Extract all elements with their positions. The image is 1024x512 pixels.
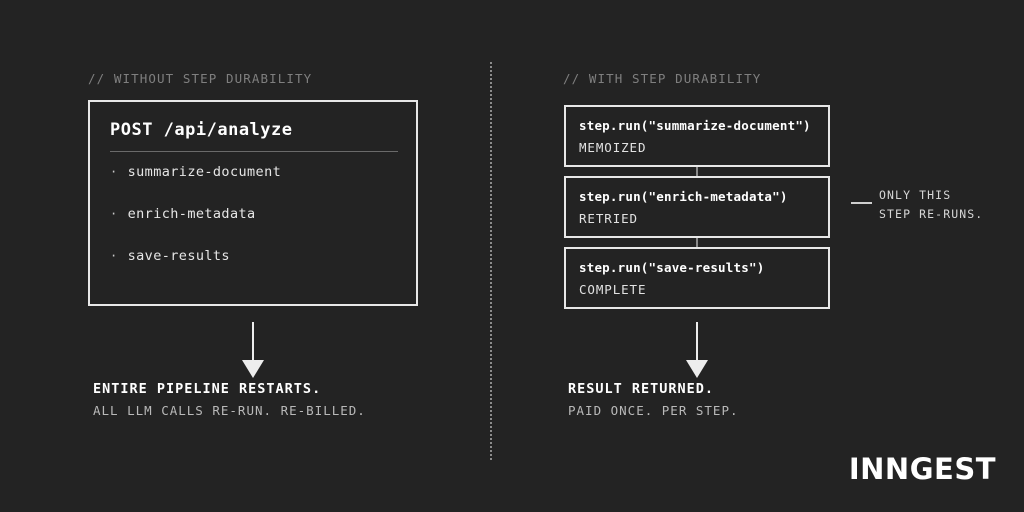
arrow-head — [242, 360, 264, 378]
list-item: · save-results — [110, 248, 404, 290]
down-arrow-icon — [686, 322, 708, 378]
status-badge: RETRIED — [579, 211, 638, 226]
left-caption-secondary: ALL LLM CALLS RE-RUN. RE-BILLED. — [93, 403, 366, 418]
monolith-title: POST /api/analyze — [110, 120, 293, 140]
step-call-label: step.run("enrich-metadata") — [579, 189, 788, 204]
inngest-wordmark: INNGEST — [848, 452, 996, 486]
status-badge: MEMOIZED — [579, 140, 647, 155]
right-caption-secondary: PAID ONCE. PER STEP. — [568, 403, 739, 418]
list-item: · enrich-metadata — [110, 206, 404, 248]
down-arrow-icon — [242, 322, 264, 378]
list-item-label: summarize-document — [127, 164, 282, 180]
arrow-head — [686, 360, 708, 378]
left-caption: ENTIRE PIPELINE RESTARTS. ALL LLM CALLS … — [93, 381, 366, 418]
annotation-text: ONLY THIS STEP RE-RUNS. — [879, 186, 983, 224]
list-item: · summarize-document — [110, 164, 404, 206]
step-card-save-results: step.run("save-results") COMPLETE — [564, 247, 830, 309]
inngest-logo: INNGEST — [849, 455, 996, 484]
annotation-line-1: ONLY THIS — [879, 188, 952, 202]
annotation-leader-line — [851, 202, 872, 204]
arrow-stem — [252, 322, 254, 362]
left-caption-primary: ENTIRE PIPELINE RESTARTS. — [93, 381, 322, 397]
step-connector — [696, 167, 698, 176]
bullet-icon: · — [110, 207, 118, 221]
monolith-request-box: POST /api/analyze · summarize-document ·… — [88, 100, 418, 306]
left-column-comment: // WITHOUT STEP DURABILITY — [88, 71, 313, 86]
bullet-icon: · — [110, 165, 118, 179]
step-card-summarize-document: step.run("summarize-document") MEMOIZED — [564, 105, 830, 167]
column-divider — [490, 62, 492, 460]
list-item-label: save-results — [127, 248, 230, 264]
arrow-stem — [696, 322, 698, 362]
status-badge: COMPLETE — [579, 282, 647, 297]
right-caption-primary: RESULT RETURNED. — [568, 381, 715, 397]
annotation-line-2: STEP RE-RUNS. — [879, 207, 984, 221]
right-column-comment: // WITH STEP DURABILITY — [563, 71, 762, 86]
monolith-divider-rule — [110, 151, 398, 152]
right-caption: RESULT RETURNED. PAID ONCE. PER STEP. — [568, 381, 739, 418]
step-call-label: step.run("summarize-document") — [579, 118, 811, 133]
step-connector — [696, 238, 698, 247]
list-item-label: enrich-metadata — [127, 206, 256, 222]
bullet-icon: · — [110, 249, 118, 263]
step-call-label: step.run("save-results") — [579, 260, 765, 275]
step-card-enrich-metadata: step.run("enrich-metadata") RETRIED — [564, 176, 830, 238]
monolith-step-list: · summarize-document · enrich-metadata ·… — [110, 164, 404, 290]
